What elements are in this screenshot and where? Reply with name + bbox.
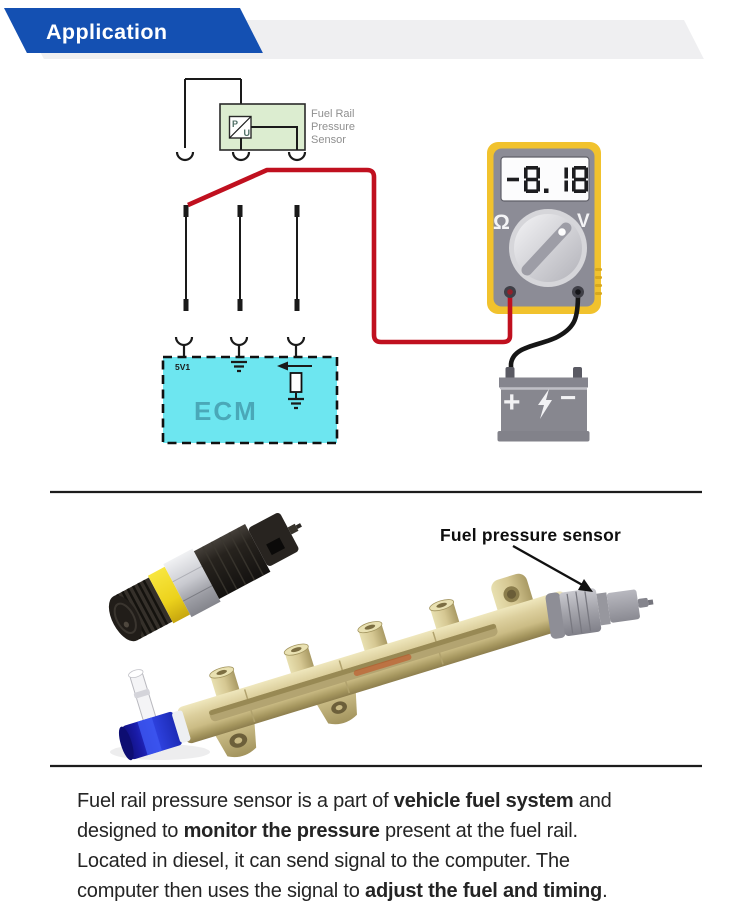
caption-arrowhead [578, 579, 593, 592]
lcd-segment [564, 180, 568, 192]
fuel-rail [118, 573, 574, 761]
lcd-segment [572, 167, 576, 179]
resistor-symbol [289, 372, 303, 393]
lcd-display-value [507, 166, 588, 193]
rail-pressure-sensor [545, 588, 654, 639]
meter-port-volt-pin [575, 289, 581, 295]
dial-pointer [521, 222, 572, 276]
black-probe-wire [508, 291, 581, 374]
inlet-fitting-blue [118, 710, 191, 761]
caption-arrow-line [512, 544, 587, 589]
battery: + − [497, 367, 590, 442]
paragraph-line: designed to monitor the pressure present… [77, 820, 578, 842]
connector-cup-2 [231, 151, 251, 162]
ecm-connector-cups [174, 336, 306, 373]
battery-plus-label: + [503, 386, 521, 419]
photo-caption: Fuel pressure sensor [440, 525, 621, 545]
body-ribs [202, 527, 265, 595]
sensor-inner-wires [240, 126, 298, 150]
lcd-segment [574, 189, 586, 193]
battery-minus-label: − [560, 382, 576, 413]
sensor-connector-nub [637, 597, 649, 608]
tip-end-ring [113, 602, 137, 634]
ground-symbol-2 [288, 397, 304, 410]
ecm-cup-1 [174, 336, 194, 357]
bleed-nipple [128, 669, 157, 725]
lcd-segment [544, 188, 549, 193]
lcd-segment [574, 166, 586, 170]
lcd-segment [564, 167, 568, 179]
connector-housing [248, 512, 299, 566]
multimeter-side-ridges [595, 268, 602, 295]
lcd-segment [526, 177, 538, 182]
threaded-tip [113, 577, 173, 641]
connector-cup-3 [287, 151, 307, 162]
harness-wires [183, 205, 300, 311]
sensor-connector-head [606, 589, 640, 623]
hex-facet-line2 [182, 585, 213, 602]
ground-symbol-1 [231, 360, 247, 373]
paragraph-line: Fuel rail pressure sensor is a part of v… [77, 790, 612, 812]
connector-slot [266, 537, 286, 556]
red-probe-wire [187, 167, 513, 345]
sensor-black-body [193, 524, 271, 599]
lcd-segment [536, 180, 540, 192]
lcd-segment [572, 180, 576, 192]
hex-facet-line1 [172, 565, 203, 583]
sensor-body [559, 588, 602, 636]
rail-groove-shade [209, 623, 497, 716]
rail-red-marking [353, 654, 412, 676]
lcd-segment [524, 167, 528, 179]
lcd-segment [526, 189, 538, 193]
sensor-schematic [175, 78, 307, 162]
connector-tip-pin2 [295, 523, 302, 530]
sensor-label-line1: Fuel Rail [311, 108, 354, 120]
pu-p-label: P [232, 119, 238, 129]
description-paragraph: Fuel rail pressure sensor is a part of v… [77, 786, 612, 906]
lcd-segment [524, 180, 528, 192]
ohm-label: Ω [493, 211, 510, 234]
sensor-step [596, 592, 611, 626]
tip-end-dot [123, 621, 129, 628]
multimeter: Ω V [487, 142, 602, 314]
sensor-label-line2: Pressure [311, 121, 355, 133]
meter-port-ohm-pin [507, 289, 513, 295]
ecm-box [161, 355, 339, 445]
connector-tip-pin [287, 523, 299, 535]
lcd-segment [584, 167, 588, 179]
tip-end-face [108, 595, 142, 642]
standalone-sensor [108, 512, 302, 642]
hex-nut [163, 548, 221, 618]
lcd-segment [526, 166, 538, 170]
connector-cup-1 [175, 151, 195, 162]
pullup-arrowhead [277, 361, 288, 371]
ecm-label: ECM [194, 396, 258, 426]
lcd-segment [536, 167, 540, 179]
battery-lid [499, 377, 588, 388]
dial-pointer-dot [558, 228, 566, 236]
ecm-pin-label: 5V1 [175, 362, 190, 372]
pu-u-label: U [244, 128, 251, 138]
yellow-band [147, 566, 191, 624]
lcd-segment [507, 177, 519, 182]
lightning-icon [538, 389, 552, 419]
inlet-white-ring [172, 710, 191, 743]
paragraph-line: Located in diesel, it can send signal to… [77, 850, 570, 872]
sensor-connector-pin [647, 599, 654, 606]
battery-base [497, 431, 590, 442]
sensor-label-line3: Sensor [311, 134, 346, 146]
section-title: Application [46, 20, 168, 44]
lcd-segment [574, 177, 586, 182]
sensor-body-ribs [566, 591, 592, 634]
paragraph-line: computer then uses the signal to adjust … [77, 880, 608, 902]
lcd-segment [584, 180, 588, 192]
ecm-internal-symbols [231, 360, 312, 410]
pu-diagonal [229, 116, 252, 139]
application-diagram: Fuel Rail Pressure Sensor P U 5V1 ECM [50, 78, 702, 768]
